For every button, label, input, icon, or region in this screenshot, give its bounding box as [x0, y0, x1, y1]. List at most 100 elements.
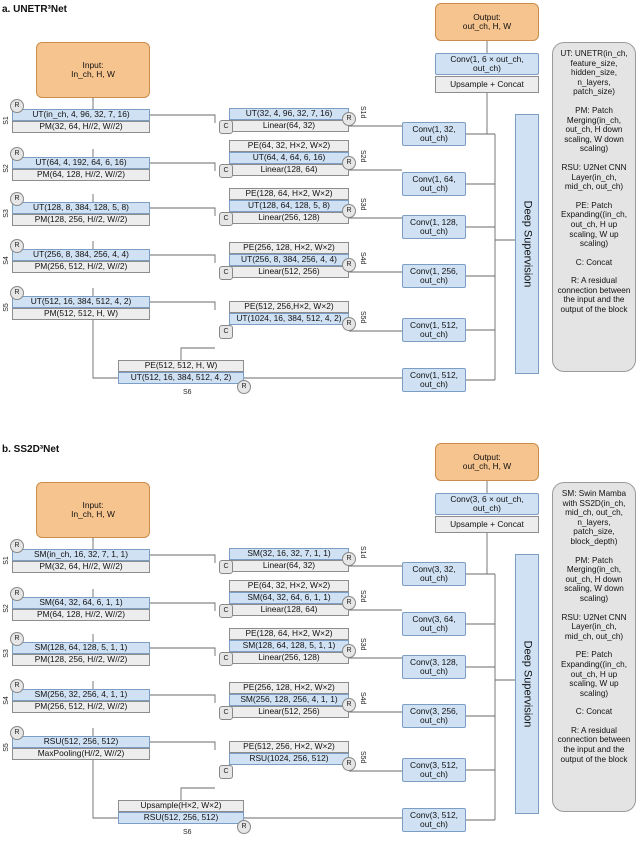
decoder-linear: Linear(64, 32) [229, 560, 349, 572]
decoder-block: UT(128, 64, 128, 5, 8) [229, 200, 349, 212]
residual-symbol: R [342, 258, 356, 272]
connector-line [92, 760, 118, 819]
input-box: Input:In_ch, H, W [36, 482, 150, 538]
residual-symbol: R [342, 112, 356, 126]
concat-symbol: C [219, 212, 233, 226]
side-conv-box: Conv(3, 512, out_ch) [402, 758, 466, 782]
stage-label-dec: S2d [359, 590, 366, 603]
side-conv-box: Conv(1, 512, out_ch) [402, 318, 466, 342]
residual-symbol: R [342, 552, 356, 566]
input-box-value: In_ch, H, W [71, 509, 115, 519]
connector-line [150, 114, 216, 123]
input-box: Input:In_ch, H, W [36, 42, 150, 98]
side-conv-box: Conv(3, 64, out_ch) [402, 612, 466, 636]
legend-item: C: Concat [575, 257, 613, 267]
concat-symbol: C [219, 560, 233, 574]
stage-label-enc: S5 [2, 743, 10, 752]
upsample-concat-box: Upsample + Concat [435, 516, 539, 533]
encoder-block: SM(128, 64, 128, 5, 1, 1) [12, 642, 150, 654]
decoder-linear: Linear(512, 256) [229, 266, 349, 278]
upsample-concat-box: Upsample + Concat [435, 76, 539, 93]
decoder-patch-expand: PE(512, 256, H×2, W×2) [229, 741, 349, 753]
concat-symbol: C [219, 120, 233, 134]
stage-label-dec: S2d [359, 150, 366, 163]
decoder-linear: Linear(64, 32) [229, 120, 349, 132]
stage-label-enc: S2 [2, 604, 10, 613]
decoder-patch-expand: PE(512, 256,H×2, W×2) [229, 301, 349, 313]
residual-symbol: R [342, 156, 356, 170]
residual-symbol: R [10, 192, 24, 206]
side-conv-box: Conv(1, 256, out_ch) [402, 264, 466, 288]
encoder-block: SM(256, 32, 256, 4, 1, 1) [12, 689, 150, 701]
decoder-block: UT(256, 8, 384, 256, 4, 4) [229, 254, 349, 266]
connector-line [150, 207, 216, 216]
legend-item: R: A residual connection between the inp… [557, 725, 631, 764]
decoder-block: SM(256, 128, 256, 4, 1, 1) [229, 694, 349, 706]
bottleneck-upsample: PE(512, 512, H, W) [118, 360, 244, 372]
connector-line [92, 320, 118, 379]
side-conv-box: Conv(3, 128, out_ch) [402, 655, 466, 679]
stage-label-enc: S2 [2, 164, 10, 173]
decoder-patch-expand: PE(64, 32, H×2, W×2) [229, 580, 349, 592]
panel-title: a. UNETR³Net [2, 4, 68, 15]
connector-line [150, 254, 216, 263]
side-conv-box: Conv(3, 512, out_ch) [402, 808, 466, 832]
residual-symbol: R [10, 286, 24, 300]
input-box-value: In_ch, H, W [71, 69, 115, 79]
stage-label-dec: S3d [359, 638, 366, 651]
legend-item: RSU: U2Net CNN Layer(in_ch, mid_ch, out_… [561, 162, 627, 192]
stage-label-enc: S4 [2, 256, 10, 265]
connector-line [150, 647, 216, 656]
connector-line [180, 787, 215, 800]
bottleneck-block: RSU(512, 256, 512) [118, 812, 244, 824]
residual-symbol: R [10, 239, 24, 253]
output-box-value: out_ch, H, W [462, 21, 512, 31]
encoder-pool: PM(256, 512, H//2, W//2) [12, 701, 150, 713]
encoder-pool: PM(64, 128, H//2, W//2) [12, 609, 150, 621]
legend-item: R: A residual connection between the inp… [557, 276, 631, 315]
encoder-pool: PM(512, 512, H, W) [12, 308, 150, 320]
legend-item: PE: Patch Expanding((in_ch, out_ch, H up… [561, 200, 627, 249]
stage-label-enc: S5 [2, 303, 10, 312]
residual-symbol: R [10, 99, 24, 113]
decoder-patch-expand: PE(128, 64, H×2, W×2) [229, 628, 349, 640]
encoder-pool: PM(128, 256, H//2, W//2) [12, 654, 150, 666]
output-box: Output:out_ch, H, W [435, 443, 539, 481]
stage-label-bottleneck: S6 [183, 829, 192, 836]
connector-line [150, 554, 216, 563]
stage-label-dec: S5d [359, 751, 366, 764]
legend-item: C: Concat [575, 707, 613, 717]
encoder-block: SM(in_ch, 16, 32, 7, 1, 1) [12, 549, 150, 561]
stage-label-dec: S3d [359, 198, 366, 211]
panel-title: b. SS2D³Net [2, 444, 60, 455]
residual-symbol: R [342, 757, 356, 771]
stage-label-bottleneck: S6 [183, 389, 192, 396]
connector-line [150, 694, 216, 703]
decoder-patch-expand: PE(64, 32, H×2, W×2) [229, 140, 349, 152]
connector-line [150, 602, 216, 611]
concat-symbol: C [219, 266, 233, 280]
connector-line [150, 301, 216, 310]
stage-label-dec: S4d [359, 692, 366, 705]
decoder-patch-expand: PE(256, 128, H×2, W×2) [229, 242, 349, 254]
deep-supervision-label: Deep Supervision [521, 200, 533, 288]
decoder-block: UT(1024, 16, 384, 512, 4, 2) [229, 313, 349, 325]
residual-symbol: R [10, 587, 24, 601]
deep-supervision-bar: Deep Supervision [515, 554, 539, 814]
bottleneck-upsample: Upsample(H×2, W×2) [118, 800, 244, 812]
decoder-block: UT(64, 4, 64, 6, 16) [229, 152, 349, 164]
stage-label-dec: S1d [359, 546, 366, 559]
residual-symbol: R [342, 644, 356, 658]
stage-label-enc: S4 [2, 696, 10, 705]
connector-line [150, 741, 216, 750]
encoder-pool: PM(64, 128, H//2, W//2) [12, 169, 150, 181]
residual-symbol: R [10, 147, 24, 161]
decoder-block: UT(32, 4, 96, 32, 7, 16) [229, 108, 349, 120]
input-box-title: Input: [82, 59, 104, 70]
residual-symbol: R [342, 698, 356, 712]
legend-panel: SM: Swin Mamba with SS2D(in_ch, mid_ch, … [552, 482, 636, 812]
connector-line [180, 347, 215, 360]
deep-supervision-label: Deep Supervision [521, 640, 533, 728]
decoder-patch-expand: PE(256, 128, H×2, W×2) [229, 682, 349, 694]
